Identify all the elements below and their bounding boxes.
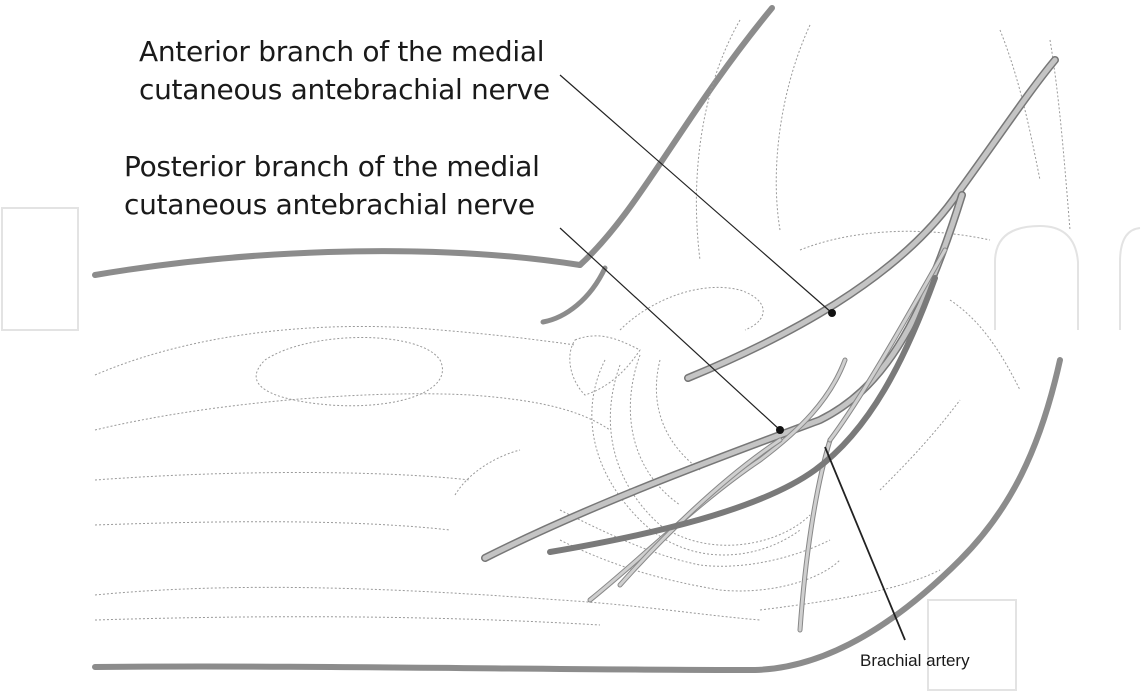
anterior-nerve-branch [688,60,1055,378]
posterior-label-line2: cutaneous antebrachial nerve [124,186,540,224]
muscle-contours [95,20,1070,625]
posterior-label-line1: Posterior branch of the medial [124,148,540,186]
anterior-pointer-dot [828,309,836,317]
artery-leader-line [825,447,905,640]
anterior-label-line1: Anterior branch of the medial [139,33,550,71]
nerves [485,60,1055,630]
arm-crease-outline [580,8,772,265]
anterior-branch-label: Anterior branch of the medial cutaneous … [139,33,550,109]
posterior-pointer-dot [776,426,784,434]
anterior-label-line2: cutaneous antebrachial nerve [139,71,550,109]
arm-crease-inner [543,268,605,322]
posterior-branch-label: Posterior branch of the medial cutaneous… [124,148,540,224]
brachial-artery-label: Brachial artery [860,651,970,671]
upper-arm-outline [95,251,580,275]
brachial-artery [550,278,935,552]
